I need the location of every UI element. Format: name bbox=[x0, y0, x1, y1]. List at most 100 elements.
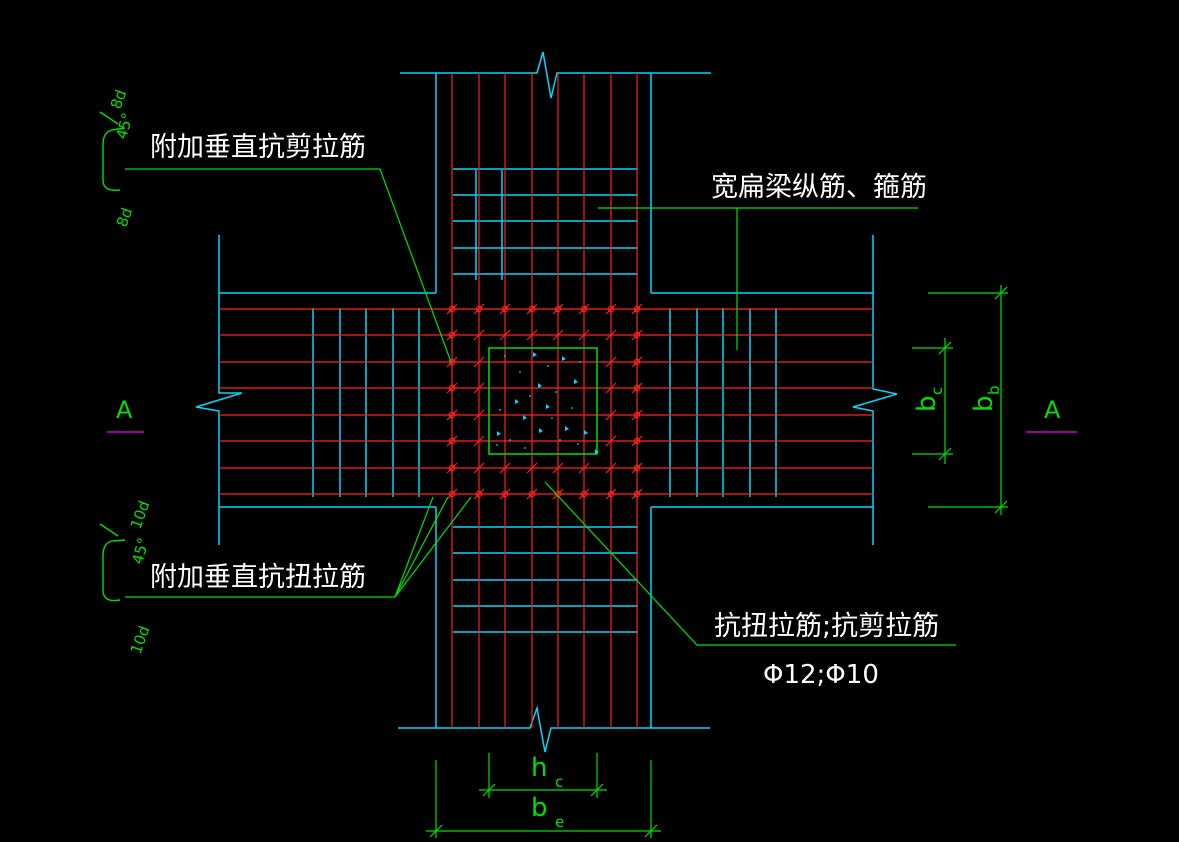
hatch-triangle bbox=[574, 379, 578, 384]
dim-bc-sub: c bbox=[928, 387, 946, 395]
dim-bb-label: b b bbox=[969, 385, 1003, 412]
hatch-dot bbox=[577, 443, 579, 445]
right-break-line bbox=[852, 235, 898, 545]
hatch-triangle bbox=[584, 430, 588, 435]
tie-tick bbox=[499, 303, 511, 315]
hook-shape bbox=[99, 111, 119, 125]
hatch-dot bbox=[504, 355, 506, 357]
leader-lines bbox=[125, 168, 956, 646]
hook-top-angle: 45° bbox=[112, 111, 136, 141]
tie-tick bbox=[446, 435, 458, 447]
tie-tick bbox=[605, 462, 617, 474]
label-torsion-tie: 附加垂直抗扭拉筋 bbox=[150, 562, 366, 593]
tie-tick bbox=[578, 303, 590, 315]
tie-dot bbox=[475, 305, 483, 313]
tie-tick bbox=[446, 488, 458, 500]
tie-dot bbox=[501, 490, 509, 498]
concrete-hatch bbox=[496, 352, 599, 454]
longitudinal-rebars bbox=[219, 73, 873, 728]
tie-tick bbox=[578, 488, 590, 500]
label-torsion-shear: 抗扭拉筋;抗剪拉筋 bbox=[714, 611, 939, 642]
tie-tick bbox=[631, 382, 643, 394]
hook-shape bbox=[99, 523, 119, 537]
hatch-triangle bbox=[533, 352, 537, 357]
tie-tick bbox=[473, 382, 485, 394]
dim-tick bbox=[482, 783, 496, 797]
section-mark-right: A bbox=[1026, 396, 1077, 433]
tie-tick bbox=[605, 329, 617, 341]
tie-tick bbox=[605, 382, 617, 394]
tie-dot bbox=[448, 331, 456, 339]
tie-tick bbox=[499, 462, 511, 474]
tie-dot bbox=[580, 305, 588, 313]
hatch-triangle bbox=[595, 449, 599, 454]
tie-tick bbox=[473, 329, 485, 341]
dim-bc-main: b bbox=[912, 395, 942, 412]
tie-tick bbox=[631, 356, 643, 368]
tie-tick bbox=[578, 329, 590, 341]
hatch-triangle bbox=[523, 415, 527, 420]
tie-tick bbox=[473, 435, 485, 447]
tie-dot bbox=[448, 358, 456, 366]
dimension-bottom bbox=[426, 753, 661, 838]
tie-tick bbox=[631, 303, 643, 315]
hatch-dot bbox=[579, 361, 581, 363]
hook-bottom-b: 10d bbox=[127, 623, 154, 656]
hatch-triangle bbox=[565, 426, 569, 431]
dim-tick bbox=[429, 824, 443, 838]
tie-dot bbox=[633, 464, 641, 472]
column-outline bbox=[488, 347, 598, 455]
hook-detail-bottom bbox=[99, 523, 126, 602]
tie-tick bbox=[578, 462, 590, 474]
dim-tick bbox=[644, 824, 658, 838]
tie-tick bbox=[446, 409, 458, 421]
tie-dot bbox=[448, 437, 456, 445]
dim-bb-main: b bbox=[969, 395, 999, 412]
tie-tick bbox=[526, 303, 538, 315]
tie-tick bbox=[499, 329, 511, 341]
tie-tick bbox=[526, 488, 538, 500]
tie-tick bbox=[446, 462, 458, 474]
beam-outlines bbox=[195, 51, 898, 753]
tie-dot bbox=[448, 411, 456, 419]
tie-dot bbox=[475, 490, 483, 498]
tie-dot bbox=[607, 490, 615, 498]
tie-tick bbox=[605, 435, 617, 447]
label-diameters: Φ12;Φ10 bbox=[763, 660, 879, 690]
tie-tick bbox=[446, 303, 458, 315]
tie-tick bbox=[605, 303, 617, 315]
hook-bottom-a: 10d bbox=[127, 498, 154, 531]
hatch-triangle bbox=[515, 399, 519, 404]
dim-be-sub: e bbox=[555, 813, 564, 831]
hatch-dot bbox=[529, 395, 531, 397]
hook-shape bbox=[102, 127, 126, 191]
hatch-dot bbox=[499, 409, 501, 411]
hatch-triangle bbox=[497, 431, 501, 436]
tie-tick bbox=[552, 462, 564, 474]
tie-dot bbox=[448, 384, 456, 392]
tie-dot bbox=[633, 331, 641, 339]
section-label-right: A bbox=[1044, 396, 1061, 424]
tie-tick bbox=[526, 329, 538, 341]
label-shear-tie: 附加垂直抗剪拉筋 bbox=[150, 132, 366, 163]
tie-tick bbox=[473, 462, 485, 474]
hatch-dot bbox=[551, 417, 553, 419]
hook-top-b: 8d bbox=[113, 205, 136, 229]
tie-dot bbox=[554, 305, 562, 313]
tie-dot bbox=[448, 305, 456, 313]
leader-shear-tie bbox=[125, 168, 452, 363]
tie-tick bbox=[446, 356, 458, 368]
tie-tick bbox=[605, 356, 617, 368]
dim-be-main: b bbox=[531, 793, 548, 823]
section-label-left: A bbox=[116, 396, 133, 424]
hook-top-a: 8d bbox=[107, 87, 130, 111]
tie-tick bbox=[473, 303, 485, 315]
tie-tick bbox=[631, 488, 643, 500]
tie-dot bbox=[528, 305, 536, 313]
tie-dot bbox=[633, 384, 641, 392]
hatch-dot bbox=[509, 439, 511, 441]
dim-tick bbox=[590, 783, 604, 797]
tie-dot bbox=[528, 490, 536, 498]
section-mark-left: A bbox=[107, 396, 144, 433]
